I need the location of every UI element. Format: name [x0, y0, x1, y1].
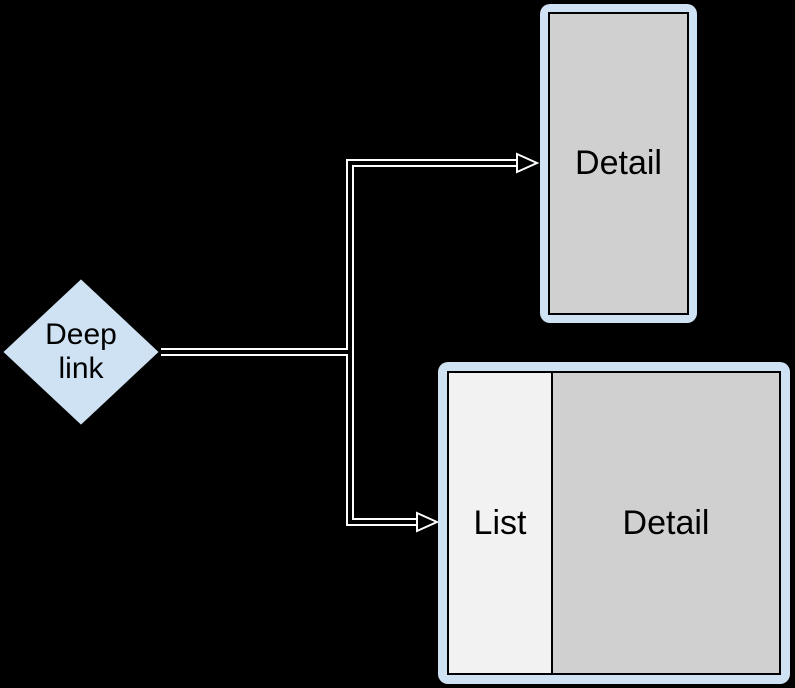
- detail-screen-pane: Detail: [548, 12, 689, 315]
- deep-link-node: Deep link: [0, 276, 162, 428]
- detail-screen-card: Detail: [540, 4, 697, 323]
- diamond-shape-icon: [0, 276, 162, 428]
- list-detail-split-screen: List Detail: [447, 371, 781, 675]
- connector-deep-link-branches-inner: [161, 161, 517, 524]
- list-detail-screen-card: List Detail: [438, 362, 790, 684]
- arrowhead-to-list-detail: [416, 511, 440, 533]
- detail-screen-label: Detail: [575, 144, 662, 182]
- list-pane: List: [449, 373, 553, 673]
- detail-pane: Detail: [553, 373, 779, 673]
- list-pane-label: List: [473, 503, 527, 542]
- deep-link-label: Deep link: [45, 318, 117, 385]
- detail-pane-label: Detail: [622, 503, 710, 542]
- arrowhead-to-detail: [516, 152, 540, 174]
